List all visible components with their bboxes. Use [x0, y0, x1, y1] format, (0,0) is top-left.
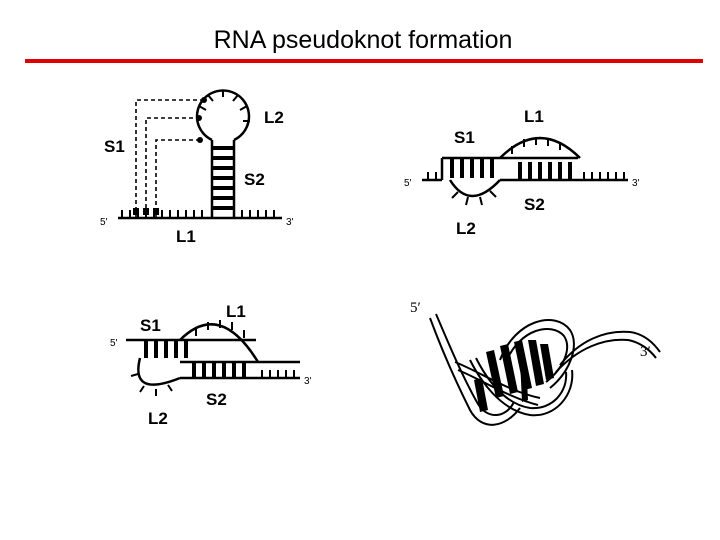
panel-a-label-l2: L2	[264, 108, 284, 127]
panel-b-3prime: 3'	[632, 178, 640, 189]
panel-a-hairpin	[118, 89, 282, 220]
panel-c-5prime: 5'	[110, 338, 118, 349]
panel-c-label-l2: L2	[148, 409, 168, 428]
panel-c-label-l1: L1	[226, 302, 246, 321]
title-underline	[25, 59, 703, 63]
panel-b-pseudoknot	[422, 136, 628, 206]
panel-a-5prime: 5'	[100, 217, 108, 228]
panel-b-5prime: 5'	[404, 178, 412, 189]
panel-a-label-s1: S1	[104, 137, 125, 156]
panel-a-3prime: 3'	[286, 217, 294, 228]
panel-a-label-l1: L1	[176, 227, 196, 246]
panel-d-helix-stripes	[474, 340, 554, 412]
panel-c-3prime: 3'	[304, 376, 312, 387]
panel-b-label-l1: L1	[524, 107, 544, 126]
panel-b-label-l2: L2	[456, 219, 476, 238]
slide-title: RNA pseudoknot formation	[213, 26, 513, 54]
panel-b-label-s1: S1	[454, 128, 475, 147]
panel-b-label-s2: S2	[524, 195, 545, 214]
panel-c-label-s1: S1	[140, 316, 161, 335]
panel-d-3prime: 3′	[640, 344, 651, 360]
panel-d-ribbon-structure	[429, 313, 661, 426]
panel-d-5prime: 5′	[410, 300, 421, 316]
panel-a-label-s2: S2	[244, 170, 265, 189]
panel-c-label-s2: S2	[206, 390, 227, 409]
panel-c-pseudoknot	[126, 320, 300, 396]
